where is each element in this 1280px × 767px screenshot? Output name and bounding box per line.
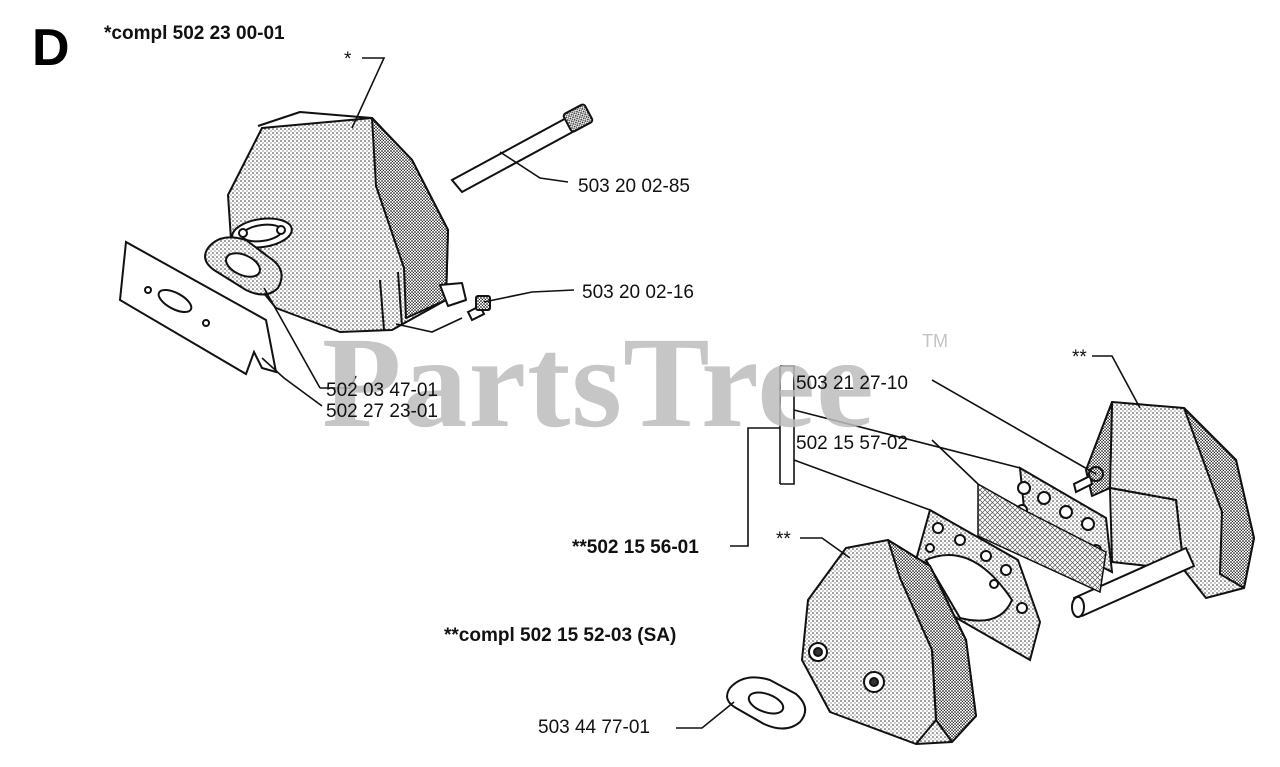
part-number-screw[interactable]: 503 20 02-16 [582,282,694,303]
part-number-bolt-long[interactable]: 503 20 02-85 [578,176,690,197]
watermark: PartsTree [322,311,875,455]
watermark-trademark: TM [922,331,948,351]
short-screw [466,295,491,322]
assembly-lower-label[interactable]: **compl 502 15 52-03 (SA) [444,625,677,646]
assembly-kit-label[interactable]: **502 15 56-01 [572,537,699,558]
callout-star2-right: ** [1072,347,1087,368]
heat-shield [1071,401,1255,618]
section-letter: D [32,19,70,77]
part-number-gasket-upper[interactable]: 502 03 47-01 [326,380,438,401]
upper-muffler [227,111,467,333]
leader-lines [261,57,1141,729]
lower-muffler-cover [801,539,977,745]
gasket-upper [204,236,283,296]
plate-upper [118,240,278,376]
callout-star2-lower: ** [776,529,791,550]
callout-star-upper: * [344,49,352,70]
part-number-screen[interactable]: 502 15 57-02 [796,433,908,454]
front-plate [914,508,1042,662]
gasket-lower [726,676,807,730]
long-bolt [450,103,594,194]
part-number-screw-small[interactable]: 503 21 27-10 [796,373,908,394]
part-number-plate-upper[interactable]: 502 27 23-01 [326,401,438,422]
spark-screen [977,482,1107,594]
part-number-gasket-lower[interactable]: 503 44 77-01 [538,717,650,738]
assembly-upper-label: *compl 502 23 00-01 [104,23,285,44]
